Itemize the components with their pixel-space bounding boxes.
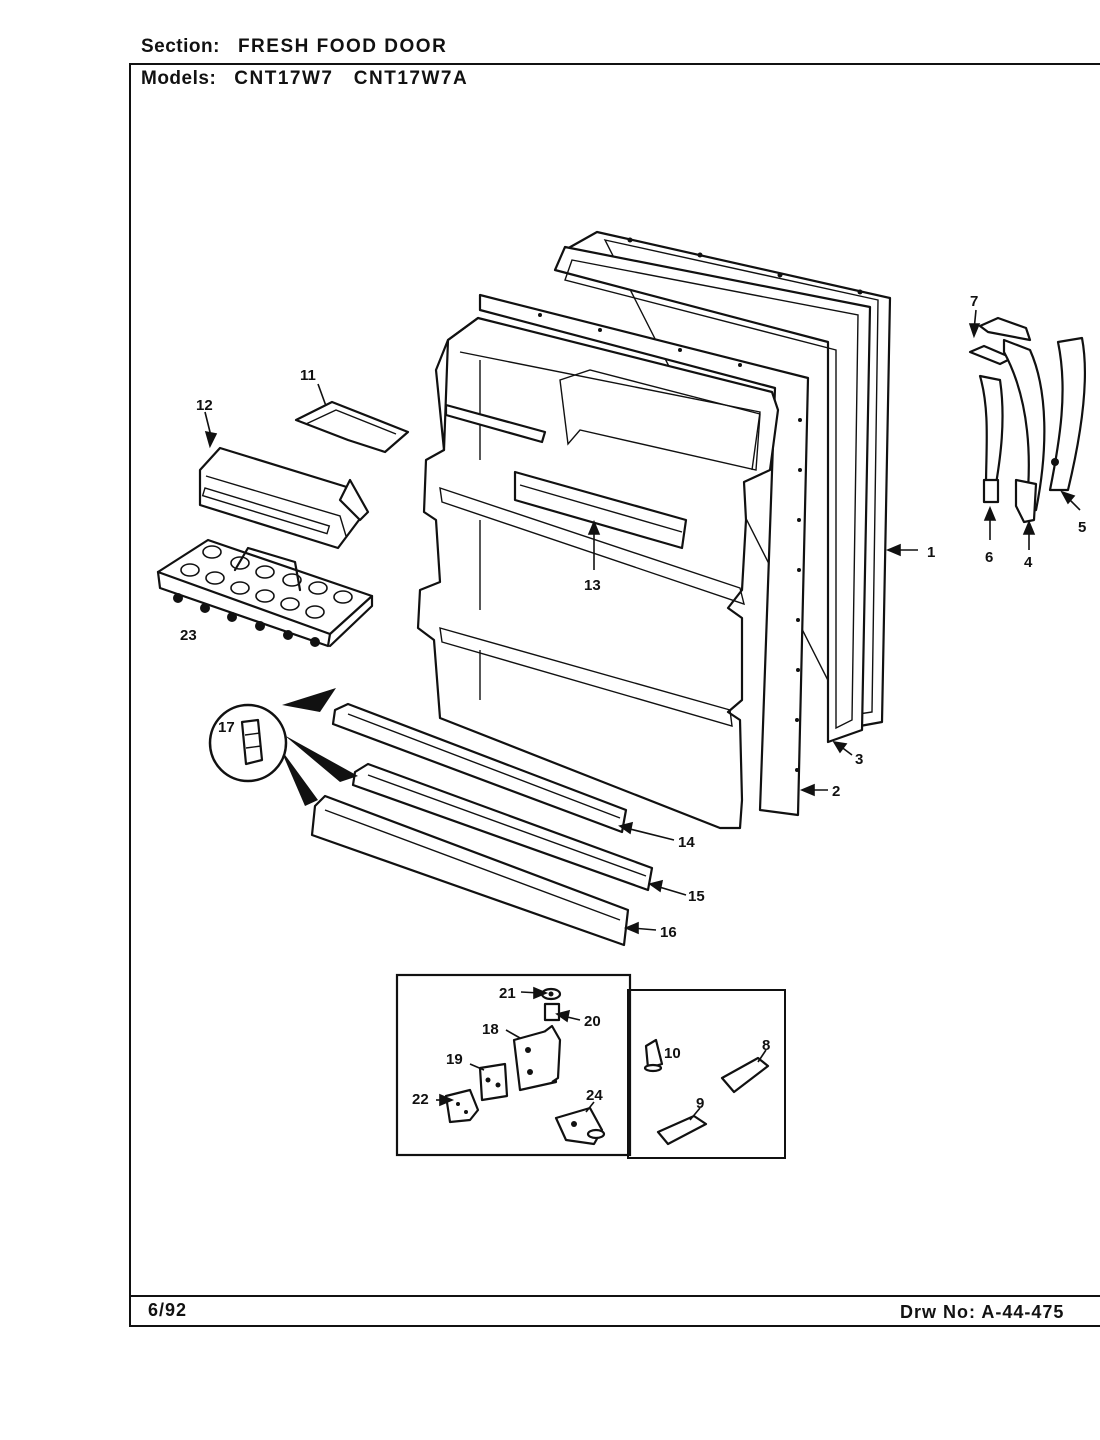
part-breaker-strip [478,293,810,817]
callout-24: 24 [586,1087,603,1104]
part-butter-cover [294,400,410,454]
drawing-frame [129,63,1100,1327]
callout-labels: 1 2 3 4 5 6 7 8 9 10 11 12 13 14 15 16 1… [180,293,1086,1112]
part-shelf-bar-15 [351,762,654,892]
callout-17: 17 [218,719,235,736]
callout-5: 5 [1078,519,1086,536]
part-door-handle-assembly [968,316,1086,524]
callout-8: 8 [762,1037,770,1054]
callout-16: 16 [660,924,677,941]
callout-10: 10 [664,1045,681,1062]
part-door-gasket [553,245,872,744]
hinge-parts-box [395,973,786,1159]
models-heading: Models: CNT17W7 CNT17W7A [141,68,468,90]
callout-11: 11 [300,367,316,384]
section-label: Section: [141,36,220,57]
part-bar-end-cap-detail [208,688,358,806]
callout-19: 19 [446,1051,463,1068]
callout-4: 4 [1024,554,1033,571]
callout-22: 22 [412,1091,429,1108]
callout-1: 1 [927,544,935,561]
models-label: Models: [141,68,217,89]
callout-2: 2 [832,783,840,800]
part-door-liner [416,316,780,830]
callout-15: 15 [688,888,705,905]
callout-6: 6 [985,549,993,566]
section-heading: Section: FRESH FOOD DOOR [141,36,447,58]
callout-leaders [204,309,1081,1121]
footer-divider [129,1295,1100,1297]
callout-3: 3 [855,751,863,768]
callout-7: 7 [970,293,978,310]
callout-12: 12 [196,397,213,414]
drawing-date: 6/92 [148,1300,188,1320]
section-value: FRESH FOOD DOOR [237,36,448,57]
models-value: CNT17W7 CNT17W7A [234,68,469,89]
callout-20: 20 [584,1013,601,1030]
callout-9: 9 [696,1095,704,1112]
callout-13: 13 [584,577,601,594]
part-dairy-compartment [198,446,370,550]
callout-14: 14 [678,834,695,851]
part-shelf-bar-14 [331,702,628,834]
part-egg-tray [156,538,374,648]
callout-21: 21 [499,985,516,1002]
callout-23: 23 [180,627,197,644]
drawing-number: Drw No: A-44-475 [900,1302,1065,1322]
callout-18: 18 [482,1021,499,1038]
